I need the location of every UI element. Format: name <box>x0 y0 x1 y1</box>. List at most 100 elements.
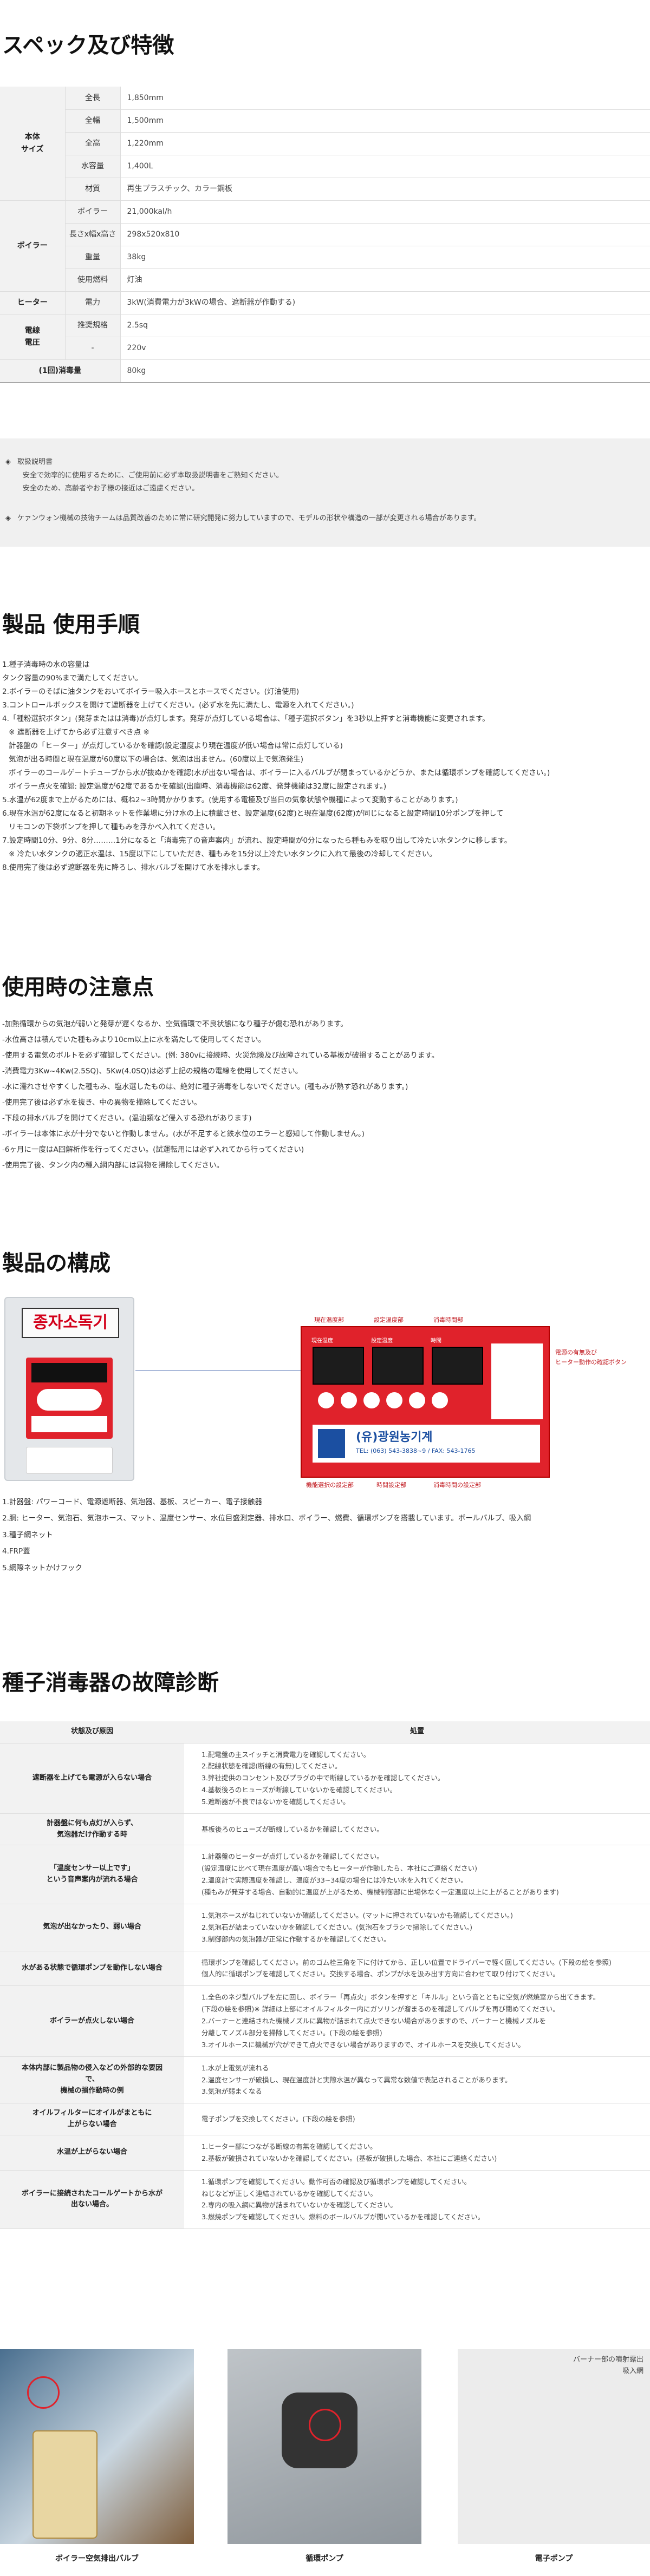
display-time <box>432 1347 483 1385</box>
diamond-icon: ◈ <box>5 514 11 523</box>
spec-section: スペック及び特徴 <box>0 32 650 58</box>
usage-step: 気泡が出る時間と現在温度が60度以下の場合は、気泡は出ません。(60度以上で気泡… <box>9 755 303 764</box>
diag-action-line: ねじなどが正しく連結されているかを確認してください。 <box>202 2189 377 2198</box>
parts-item: 4.FRP蓋 <box>2 1547 30 1556</box>
info-card <box>491 1343 543 1419</box>
diag-action-line: 1.循環ポンプを確認してください。動作可否の確認及び循環ポンプを確認してください… <box>202 2177 471 2186</box>
spec-key: 重量 <box>65 246 121 269</box>
diag-action-line: 3.燃焼ポンプを確認してください。燃料のボールバルブが開いているかを確認してくだ… <box>202 2213 485 2221</box>
photo-caption: 電子ポンプ <box>535 2554 573 2563</box>
usage-step: 3.コントロールボックスを開けて遮断器を上げてください。(必ず水を先に満たし、電… <box>2 700 354 710</box>
diag-action-line: 1.水が上電気が流れる <box>202 2063 269 2072</box>
diag-action: 電子ポンプを交換してください。(下段の絵を参照) <box>184 2103 650 2135</box>
spec-group: ボイラー <box>0 200 66 292</box>
spec-row: 使用燃料灯油 <box>0 268 650 292</box>
diag-symptom: オイルフィルターにオイルがまともに 上がらない場合 <box>0 2103 184 2135</box>
diag-action-line: 2.バーナーと連結された機械ノズルに異物が詰まれて点火できない場合がありますので… <box>202 2017 547 2026</box>
button-row <box>318 1392 480 1414</box>
spec-group: 本体 サイズ <box>0 87 66 201</box>
spec-value: 1,400L <box>120 155 650 178</box>
spec-key: - <box>65 337 121 360</box>
diag-row: オイルフィルターにオイルがまともに 上がらない場合電子ポンプを交換してください。… <box>0 2103 650 2135</box>
parts-item: 5.網際ネットかけフック <box>2 1563 82 1572</box>
spec-value: 3kW(消費電力が3kWの場合、遮断器が作動する) <box>120 291 650 314</box>
usage-step: ボイラーのコールゲートチューブから水が抜ぬかを確認(水が出ない場合は、ボイラーに… <box>9 768 550 777</box>
spec-key: 電力 <box>65 291 121 314</box>
spec-group: (1回)消毒量 <box>0 359 121 383</box>
electric-pump-photo: バーナー部の噴射露出 吸入網 <box>458 2349 650 2544</box>
callout-label: 現在温度部 <box>314 1316 344 1323</box>
product-section: 製品の構成 <box>0 1250 650 1276</box>
spec-value: 1,850mm <box>120 87 650 110</box>
diag-action-line: 3.制御部内の気泡器が正常に作動するかを確認してください。 <box>202 1935 391 1943</box>
diag-row: 水がある状態で循環ポンプを動作しない場合循環ポンプを確認してください。前のゴム栓… <box>0 1951 650 1987</box>
circulation-pump-photo <box>227 2349 421 2544</box>
caution-item: -下段の排水バルブを開けてください。(温油類など侵入する恐れがあります) <box>2 1114 252 1123</box>
diag-title: 種子消毒器の故障診断 <box>2 1670 219 1695</box>
usage-step: ※ 遮断器を上げてから必ず注意すべき点 ※ <box>9 727 150 737</box>
spec-value: 1,220mm <box>120 132 650 155</box>
diag-action: 1.計器盤のヒーターが点灯しているかを確認してください。(設定温度に比べて現在温… <box>184 1845 650 1904</box>
phone-label: TEL: (063) 543-3838~9 / FAX: 543-1765 <box>356 1447 476 1454</box>
diag-action-line: 2.温度計で実際温度を確認し、温度が33~34度の場合には冷たい水を入れてくださ… <box>202 1876 467 1885</box>
diag-action-line: (下段の絵を参照)※ 詳細は上部にオイルフィルター内にガソリンが溜まるのを確認し… <box>202 2005 560 2014</box>
caution-item: -消費電力3Kw~4Kw(2.5SQ)、5Kw(4.0SQ)は必ず上記の規格の電… <box>2 1067 303 1076</box>
diag-action-line: 4.基板後ろのヒューズが断線していないかを確認してください。 <box>202 1786 397 1794</box>
caution-item: -6ヶ月に一度はA回解析作を行ってください。(試運転用には必ず入れてから行ってく… <box>2 1145 304 1155</box>
diag-action-line: 3.弊社提供のコンセント及びプラグの中で断線しているかを確認してください。 <box>202 1774 445 1782</box>
display-label: 設定温度 <box>371 1338 393 1344</box>
spec-key: 長さx幅x高さ <box>65 223 121 246</box>
diag-section: 種子消毒器の故障診断 <box>0 1670 650 1696</box>
diag-action: 1.配電盤の主スイッチと消費電力を確認してください。2.配線状態を確認(断線の有… <box>184 1743 650 1814</box>
usage-step: 2.ボイラーのそばに油タンクをおいてボイラー吸入ホースとホースでください。(灯油… <box>2 687 300 696</box>
diag-action: 基板後ろのヒューズが断線しているかを確認してください。 <box>184 1813 650 1846</box>
spec-key: 全長 <box>65 87 121 110</box>
usage-title: 製品 使用手順 <box>2 612 140 637</box>
diag-header-symptom: 状態及び原因 <box>0 1721 184 1743</box>
diag-action-line: 基板後ろのヒューズが断線しているかを確認してください。 <box>202 1825 384 1833</box>
spec-value: 38kg <box>120 246 650 269</box>
diag-action-line: 2.専内の吸入網に異物が詰まれていないかを確認してください。 <box>202 2201 397 2210</box>
display-label: 現在温度 <box>311 1338 333 1344</box>
spec-key: ボイラー <box>65 200 121 224</box>
parts-item: 1.計器盤: パワーコード、電源遮断器、気泡器、基板、スピーカー、電子接触器 <box>2 1498 263 1506</box>
callout-label: 電源の有無及び ヒーター動作の確認ボタン <box>555 1349 627 1366</box>
diag-action: 循環ポンプを確認してください。前のゴム栓三角を下に付けてから、正しい位置でドライ… <box>184 1951 650 1987</box>
diag-action-line: 循環ポンプを確認してください。前のゴム栓三角を下に付けてから、正しい位置でドライ… <box>202 1958 612 1967</box>
spec-value: 再生プラスチック、カラー鋼板 <box>120 178 650 201</box>
caution-title: 使用時の注意点 <box>2 975 154 1000</box>
usage-step: 4.「種粉選択ボタン」(発芽またはは消毒)が点灯します。発芽が点灯している場合は… <box>2 714 490 723</box>
notice-box: ◈ 取扱説明書 安全で効率的に使用するために、ご使用前に必ず本取扱説明書をご熟知… <box>0 438 650 547</box>
callout-label: 時間設定部 <box>376 1482 406 1489</box>
notice-line: 安全で効率的に使用するために、ご使用前に必ず本取扱説明書をご熟知ください。 <box>23 471 283 480</box>
photo-caption: ボイラー空気排出バルブ <box>55 2554 139 2563</box>
spec-row: -220v <box>0 337 650 360</box>
spec-key: 水容量 <box>65 155 121 178</box>
burner-label: バーナー部の噴射露出 吸入網 <box>573 2356 644 2375</box>
spec-value: 80kg <box>120 359 650 383</box>
notice-line: ケァンウォン機械の技術チームは品質改善のために常に研究開発に努力していますので、… <box>17 514 481 523</box>
diag-action-line: 分離してノズル部分を掃除してください。(下段の絵を参照) <box>202 2028 382 2037</box>
usage-step: 5.水温が62度まで上がるためには、概ね2~3時間かかります。(使用する電極及び… <box>2 795 458 804</box>
diag-action-line: 2.気泡石が詰まっていないかを確認してください。(気泡石をブラシで掃除してくださ… <box>202 1923 473 1931</box>
control-panel <box>26 1358 113 1439</box>
diag-row: 計器盤に何も点灯が入らず、 気泡器だけ作動する時基板後ろのヒューズが断線している… <box>0 1813 650 1846</box>
diag-symptom: 「温度センサー以上です」 という音声案内が流れる場合 <box>0 1845 184 1904</box>
diag-action-line: 1.ヒーター部につながる断線の有無を確認してください。 <box>202 2142 377 2151</box>
notice-item: ◈ 取扱説明書 安全で効率的に使用するために、ご使用前に必ず本取扱説明書をご熟知… <box>5 456 645 496</box>
spec-key: 材質 <box>65 178 121 201</box>
diag-symptom: 気泡が出なかったり、弱い場合 <box>0 1904 184 1951</box>
usage-step: リモコンの下袋ポンプを押して種もみを浮かべ入れてください。 <box>9 822 220 831</box>
photo-strip: バーナー部の噴射露出 吸入網 ボイラー空気排出バルブ 循環ポンプ 電子ポンプ <box>0 2349 650 2576</box>
